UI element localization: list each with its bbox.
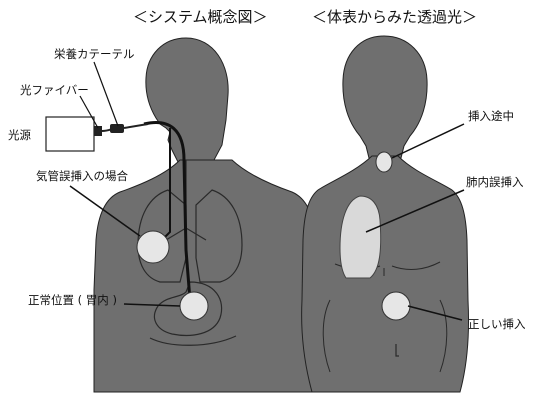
right-stomach-glow <box>382 292 410 320</box>
correct-insertion-label: 正しい挿入 <box>468 317 526 331</box>
left-stomach-glow <box>180 292 208 320</box>
right-torso <box>302 156 469 392</box>
left-title: ＜システム概念図＞ <box>133 8 268 26</box>
left-body-figure <box>94 38 318 392</box>
optical-fiber-label: 光ファイバー <box>20 83 89 97</box>
tracheal-misinsertion-label: 気管誤挿入の場合 <box>36 169 128 183</box>
right-head <box>343 36 427 162</box>
during-insertion-label: 挿入途中 <box>468 109 514 123</box>
right-body-figure <box>302 36 469 392</box>
lung-misinsertion-label: 肺内誤挿入 <box>466 175 524 189</box>
right-neck-glow <box>376 152 392 172</box>
normal-position-label: 正常位置 ( 胃内 ) <box>28 293 117 307</box>
light-source-box <box>46 117 94 151</box>
light-source-label: 光源 <box>8 128 31 142</box>
left-torso <box>94 160 318 392</box>
left-trachea-glow <box>137 231 169 263</box>
right-title: ＜体表からみた透過光＞ <box>312 8 477 26</box>
catheter-connector <box>110 124 124 133</box>
feeding-catheter-label: 栄養カテーテル <box>54 47 135 61</box>
left-head <box>146 38 228 172</box>
